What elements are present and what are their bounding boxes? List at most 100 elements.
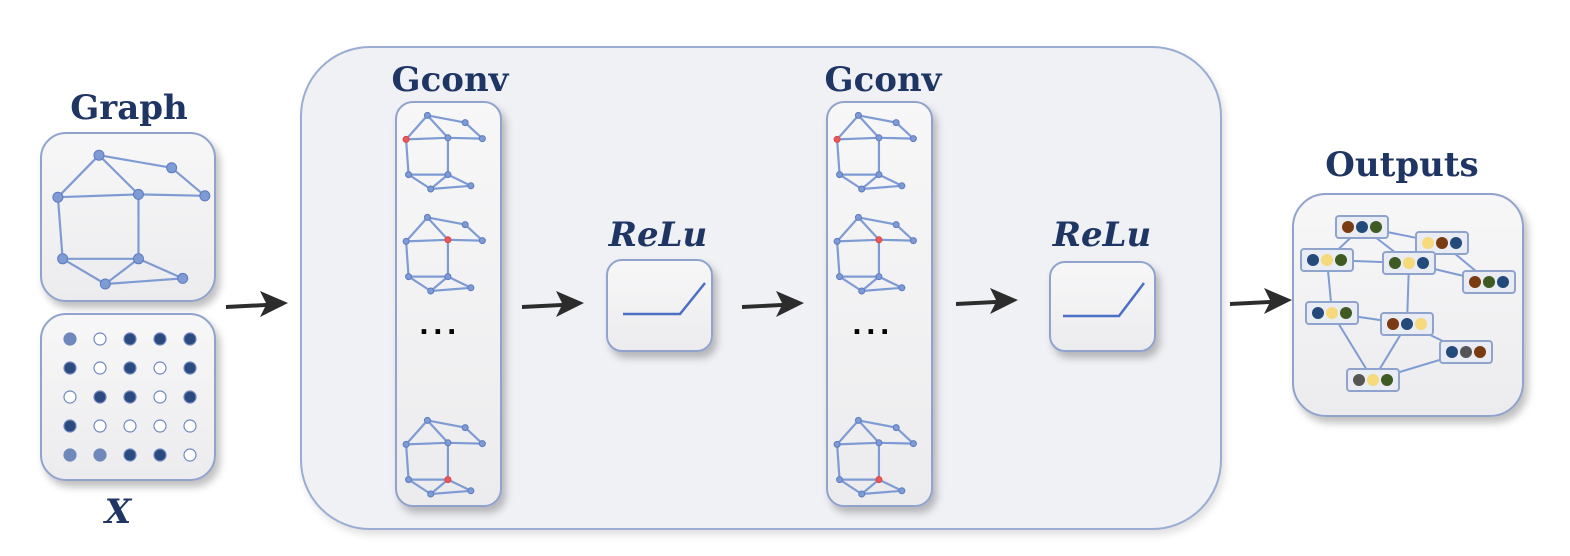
graph-edge: [895, 223, 915, 242]
graph-edge: [138, 257, 184, 280]
graph-node: [461, 424, 469, 432]
graph-edge: [407, 173, 432, 190]
graph-node: [93, 149, 105, 161]
graph-edge: [406, 238, 448, 243]
graph-edge: [464, 223, 484, 242]
feature-cell: [123, 419, 137, 433]
graph-node: [177, 272, 189, 284]
feature-matrix-box: [40, 313, 216, 481]
graph-icon: [402, 416, 486, 498]
graph-edge: [405, 241, 410, 277]
graph-edge: [878, 173, 903, 187]
graph-node: [467, 487, 475, 495]
feature-matrix-icon: [63, 332, 197, 462]
graph-edge: [857, 216, 880, 241]
graph-edge: [857, 114, 880, 139]
graph-edge: [104, 257, 140, 285]
graph-edge: [170, 166, 206, 197]
gconv-title-2: Gconv: [824, 60, 942, 100]
graph-node: [478, 440, 486, 448]
graph-node: [444, 439, 452, 447]
graph-edge: [860, 173, 880, 190]
graph-edge: [62, 257, 106, 285]
graph-node: [405, 171, 413, 179]
graph-edge: [426, 216, 449, 241]
graph-edge: [447, 275, 472, 289]
arrow-icon: [742, 291, 804, 317]
feature-cell: [183, 390, 197, 404]
output-node: [1305, 301, 1359, 325]
relu-layer-2: [1049, 261, 1156, 352]
feature-cell: [153, 390, 167, 404]
graph-edge: [405, 419, 429, 446]
graph-node: [132, 253, 144, 265]
outputs-graph-box: [1292, 193, 1524, 417]
highlighted-node: [875, 236, 883, 244]
graph-node: [836, 171, 844, 179]
feature-cell: [93, 361, 107, 375]
arrow-shape: [1230, 288, 1292, 314]
graph-node: [423, 213, 431, 221]
graph-edge: [861, 184, 902, 191]
graph-edge: [861, 286, 902, 293]
graph-edge: [430, 184, 471, 191]
feature-cell: [183, 361, 197, 375]
arrow-icon: [522, 291, 584, 317]
graph-edge: [837, 136, 879, 141]
features-label: X: [104, 492, 132, 532]
graph-edge: [429, 173, 449, 190]
graph-node: [444, 273, 452, 281]
graph-node: [467, 182, 475, 190]
graph-node: [132, 188, 144, 200]
graph-edge: [895, 426, 915, 445]
graph-edge: [430, 489, 471, 496]
graph-node: [909, 237, 917, 245]
graph-node: [909, 440, 917, 448]
feature-cell: [63, 448, 77, 462]
input-graph-box: [40, 132, 216, 302]
feature-cell: [183, 419, 197, 433]
output-feature-blue: [1401, 318, 1413, 330]
output-feature-green: [1483, 276, 1495, 288]
output-feature-gray: [1460, 346, 1472, 358]
feature-cell: [153, 361, 167, 375]
graph-node: [57, 253, 69, 265]
graph-node: [854, 111, 862, 119]
feature-cell: [183, 332, 197, 346]
graph-edge: [405, 444, 410, 480]
output-feature-green: [1340, 307, 1352, 319]
graph-node: [898, 284, 906, 292]
outputs-title: Outputs: [1325, 145, 1479, 185]
graph-edge: [406, 441, 448, 446]
graph-node: [875, 273, 883, 281]
graph-node: [405, 273, 413, 281]
feature-cell: [93, 419, 107, 433]
graph-node: [858, 287, 866, 295]
output-node: [1346, 368, 1400, 392]
relu-title-2: ReLu: [1052, 215, 1152, 255]
graph-edge: [838, 275, 863, 292]
graph-node: [405, 476, 413, 484]
feature-cell: [153, 419, 167, 433]
graph-edge: [836, 216, 860, 243]
gconv-layer-1: ...: [395, 101, 502, 507]
output-feature-blue: [1356, 221, 1368, 233]
feature-cell: [123, 332, 137, 346]
arrow-shape: [226, 291, 288, 317]
graph-edge: [836, 444, 841, 480]
gconv-1-graphs: [402, 111, 486, 498]
highlighted-node: [875, 476, 883, 484]
graph-edge: [858, 419, 897, 429]
arrow-icon: [956, 288, 1018, 314]
graph-node: [836, 273, 844, 281]
graph-edge: [406, 136, 448, 141]
graph-edge: [838, 173, 863, 190]
graph-node: [854, 213, 862, 221]
graph-node: [166, 162, 178, 174]
graph-node: [423, 111, 431, 119]
graph-edge: [447, 478, 472, 492]
graph-node: [898, 182, 906, 190]
graph-node: [52, 191, 64, 203]
feature-cell: [63, 361, 77, 375]
graph-node: [199, 190, 211, 202]
